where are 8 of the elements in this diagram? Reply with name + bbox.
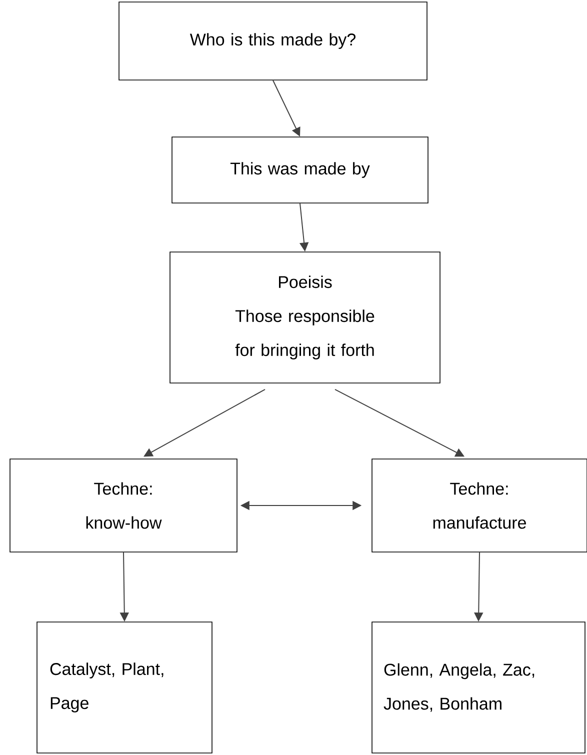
process-box: Techne: know-how <box>10 458 238 552</box>
process-box: This was made by <box>172 136 428 204</box>
process-box: Glenn, Angela, Zac, Jones, Bonham <box>372 622 586 754</box>
process-box: Who is this made by? <box>118 2 428 80</box>
process-box: Poeisis Those responsible for bringing it forth <box>170 252 440 384</box>
process-box: Techne: manufacture <box>372 458 587 552</box>
process-box: Catalyst, Plant, Page <box>36 622 212 754</box>
arrow <box>144 388 266 457</box>
